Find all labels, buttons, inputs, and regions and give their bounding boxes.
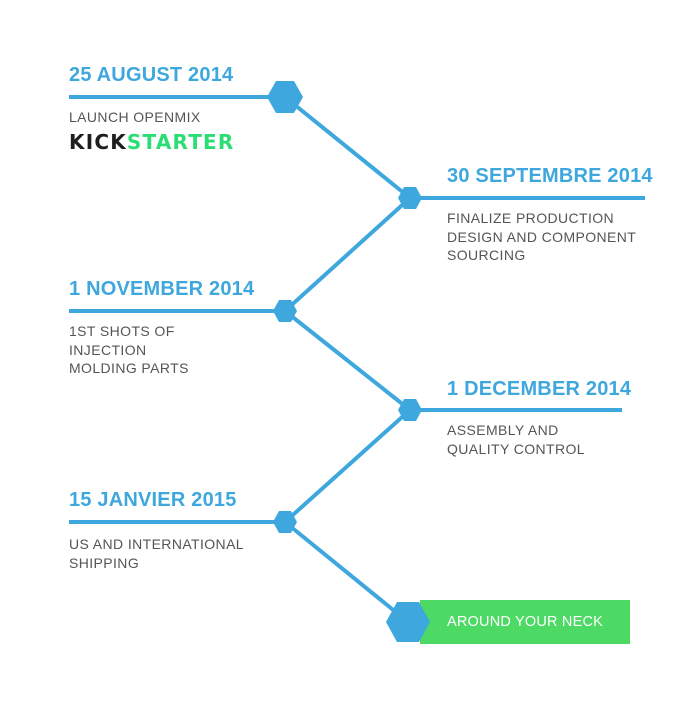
milestone-date-4: 1 DECEMBER 2014 (447, 378, 632, 400)
milestone-description-5: US AND INTERNATIONAL SHIPPING (69, 535, 244, 572)
timeline-node-1 (267, 81, 303, 113)
timeline-node-final (386, 602, 430, 642)
milestone-1-line-1: LAUNCH OPENMIX (69, 109, 201, 125)
kickstarter-logo-kick: KICK (69, 130, 127, 154)
final-label: AROUND YOUR NECK (447, 614, 604, 630)
milestone-2-line-3: SOURCING (447, 247, 526, 263)
milestone-date-5: 15 JANVIER 2015 (69, 489, 237, 511)
timeline-node-4 (398, 399, 422, 421)
milestone-5-line-2: SHIPPING (69, 554, 140, 571)
final-box (420, 600, 630, 644)
timeline-node-3 (273, 300, 297, 322)
milestone-4-line-1: ASSEMBLY AND (447, 422, 559, 438)
milestone-3-line-1: 1ST SHOTS OF (69, 323, 175, 339)
milestone-2-line-1: FINALIZE PRODUCTION (447, 210, 615, 226)
milestone-3-line-2: INJECTION (69, 341, 147, 358)
kickstarter-logo-starter: STARTER (126, 130, 235, 154)
milestone-description-3: 1ST SHOTS OF INJECTION MOLDING PARTS (69, 322, 189, 378)
milestone-description-2: FINALIZE PRODUCTION DESIGN AND COMPONENT… (447, 209, 636, 265)
timeline-connector (283, 95, 412, 624)
milestone-date-2: 30 SEPTEMBRE 2014 (447, 165, 653, 187)
milestone-4-line-2: QUALITY CONTROL (447, 440, 585, 457)
timeline-node-5 (273, 511, 297, 533)
milestone-description-4: ASSEMBLY AND QUALITY CONTROL (447, 421, 585, 458)
milestone-description-1: LAUNCH OPENMIX (69, 108, 201, 127)
milestone-date-3: 1 NOVEMBER 2014 (69, 278, 255, 300)
timeline-node-2 (398, 187, 422, 209)
kickstarter-logo: KICKSTARTER (69, 130, 235, 154)
milestone-3-line-3: MOLDING PARTS (69, 360, 189, 376)
milestone-date-1: 25 AUGUST 2014 (69, 64, 234, 86)
milestone-5-line-1: US AND INTERNATIONAL (69, 536, 244, 552)
milestone-2-line-2: DESIGN AND COMPONENT (447, 228, 637, 245)
